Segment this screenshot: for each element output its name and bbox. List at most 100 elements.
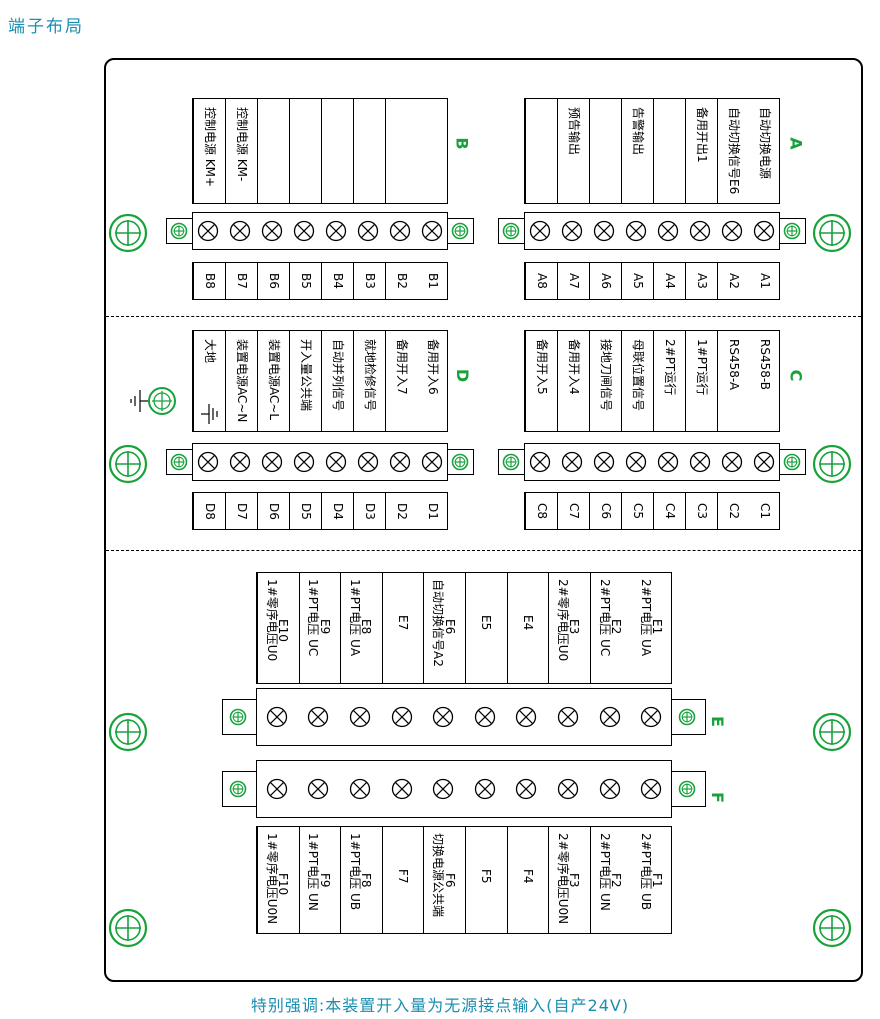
screw-E10-icon[interactable] bbox=[266, 706, 288, 728]
terminal-label-C6: 接地刀闸信号 bbox=[589, 331, 621, 431]
terminal-text-C8: 备用开入5 bbox=[534, 339, 549, 395]
screw-E6-icon[interactable] bbox=[432, 706, 454, 728]
screw-A3-icon[interactable] bbox=[689, 220, 711, 242]
screw-B1-icon[interactable] bbox=[421, 220, 443, 242]
terminal-label-A8 bbox=[525, 99, 557, 203]
page-title: 端子布局 bbox=[8, 17, 84, 37]
terminal-id-cell-D5: D5 bbox=[289, 493, 321, 529]
screw-C4-icon[interactable] bbox=[657, 451, 679, 473]
screw-F5-icon[interactable] bbox=[474, 778, 496, 800]
divider-lower bbox=[106, 550, 861, 551]
screw-C3-icon[interactable] bbox=[689, 451, 711, 473]
screw-E3-icon[interactable] bbox=[557, 706, 579, 728]
d8-ground-mark-icon bbox=[198, 402, 220, 426]
screw-C1-icon[interactable] bbox=[753, 451, 775, 473]
terminal-id-D5: D5 bbox=[298, 503, 313, 520]
screw-B6-icon[interactable] bbox=[261, 220, 283, 242]
screw-F2-icon[interactable] bbox=[599, 778, 621, 800]
screw-A5-icon[interactable] bbox=[625, 220, 647, 242]
screw-B3-icon[interactable] bbox=[357, 220, 379, 242]
screw-A6-icon[interactable] bbox=[593, 220, 615, 242]
screw-D8-icon[interactable] bbox=[197, 451, 219, 473]
block-A-mount-right-icon bbox=[783, 222, 801, 240]
terminal-text-C2: RS458-A bbox=[726, 339, 741, 391]
terminal-id-D2: D2 bbox=[394, 503, 409, 520]
screw-A7-icon[interactable] bbox=[561, 220, 583, 242]
screw-F3-icon[interactable] bbox=[557, 778, 579, 800]
screw-E4-icon[interactable] bbox=[515, 706, 537, 728]
screw-B7-icon[interactable] bbox=[229, 220, 251, 242]
panel-mount-screw-8-icon bbox=[812, 908, 852, 948]
screw-D1-icon[interactable] bbox=[421, 451, 443, 473]
screw-B8-icon[interactable] bbox=[197, 220, 219, 242]
terminal-text-D1: 备用开入6 bbox=[426, 339, 440, 395]
screw-C8-icon[interactable] bbox=[529, 451, 551, 473]
screw-D5-icon[interactable] bbox=[293, 451, 315, 473]
screw-B4-icon[interactable] bbox=[325, 220, 347, 242]
screw-E5-icon[interactable] bbox=[474, 706, 496, 728]
terminal-id-cell-C1: C1 bbox=[749, 493, 781, 529]
screw-F9-icon[interactable] bbox=[307, 778, 329, 800]
terminal-id-cell-D2: D2 bbox=[385, 493, 417, 529]
block-B-mount-left-icon bbox=[170, 222, 188, 240]
screw-F7-icon[interactable] bbox=[391, 778, 413, 800]
screw-A2-icon[interactable] bbox=[721, 220, 743, 242]
terminal-text-D7: 装置电源AC~N bbox=[234, 339, 249, 423]
terminal-text-F10: 1#零序电压U0N bbox=[264, 833, 279, 925]
block-B-label-box: 控制电源 KM-控制电源 KM+ bbox=[192, 98, 448, 204]
terminal-text-D8: 大地 bbox=[202, 339, 217, 364]
terminal-id-A7: A7 bbox=[566, 273, 581, 289]
screw-A4-icon[interactable] bbox=[657, 220, 679, 242]
screw-E2-icon[interactable] bbox=[599, 706, 621, 728]
terminal-id-D8: D8 bbox=[202, 503, 217, 520]
terminal-text-F9: 1#PT电压 UN bbox=[306, 833, 321, 911]
terminal-label-C2: RS458-A bbox=[717, 331, 749, 431]
terminal-id-cell-B7: B7 bbox=[225, 263, 257, 299]
screw-F4-icon[interactable] bbox=[515, 778, 537, 800]
block-C-mount-left-icon bbox=[502, 453, 520, 471]
screw-E1-icon[interactable] bbox=[640, 706, 662, 728]
screw-D7-icon[interactable] bbox=[229, 451, 251, 473]
terminal-id-cell-A1: A1 bbox=[749, 263, 781, 299]
screw-F8-icon[interactable] bbox=[349, 778, 371, 800]
screw-D2-icon[interactable] bbox=[389, 451, 411, 473]
screw-B2-icon[interactable] bbox=[389, 220, 411, 242]
screw-A8-icon[interactable] bbox=[529, 220, 551, 242]
terminal-label-A5: 告警输出 bbox=[621, 99, 653, 203]
terminal-id-A6: A6 bbox=[598, 273, 613, 289]
screw-B5-icon[interactable] bbox=[293, 220, 315, 242]
screw-D3-icon[interactable] bbox=[357, 451, 379, 473]
screw-C5-icon[interactable] bbox=[625, 451, 647, 473]
terminal-id-cell-A6: A6 bbox=[589, 263, 621, 299]
screw-E8-icon[interactable] bbox=[349, 706, 371, 728]
screw-D6-icon[interactable] bbox=[261, 451, 283, 473]
terminal-text-E10: 1#零序电压U0 bbox=[264, 579, 279, 662]
panel-mount-screw-2-icon bbox=[812, 213, 852, 253]
screw-F10-icon[interactable] bbox=[266, 778, 288, 800]
screw-F6-icon[interactable] bbox=[432, 778, 454, 800]
terminal-id-C4: C4 bbox=[662, 503, 677, 520]
screw-C2-icon[interactable] bbox=[721, 451, 743, 473]
terminal-id-B3: B3 bbox=[362, 273, 377, 289]
terminal-id-cell-B6: B6 bbox=[257, 263, 289, 299]
terminal-id-cell-D3: D3 bbox=[353, 493, 385, 529]
terminal-id-cell-B2: B2 bbox=[385, 263, 417, 299]
terminal-id-E7: E7 bbox=[396, 615, 411, 631]
terminal-id-C2: C2 bbox=[726, 503, 741, 520]
terminal-id-C8: C8 bbox=[534, 503, 549, 520]
terminal-text-B8: 控制电源 KM+ bbox=[202, 107, 217, 188]
screw-C7-icon[interactable] bbox=[561, 451, 583, 473]
screw-F1-icon[interactable] bbox=[640, 778, 662, 800]
screw-C6-icon[interactable] bbox=[593, 451, 615, 473]
screw-A1-icon[interactable] bbox=[753, 220, 775, 242]
screw-E7-icon[interactable] bbox=[391, 706, 413, 728]
terminal-text-D3: 就地检修信号 bbox=[362, 339, 377, 412]
terminal-label-D8: 大地 bbox=[193, 331, 225, 431]
screw-E9-icon[interactable] bbox=[307, 706, 329, 728]
screw-D4-icon[interactable] bbox=[325, 451, 347, 473]
